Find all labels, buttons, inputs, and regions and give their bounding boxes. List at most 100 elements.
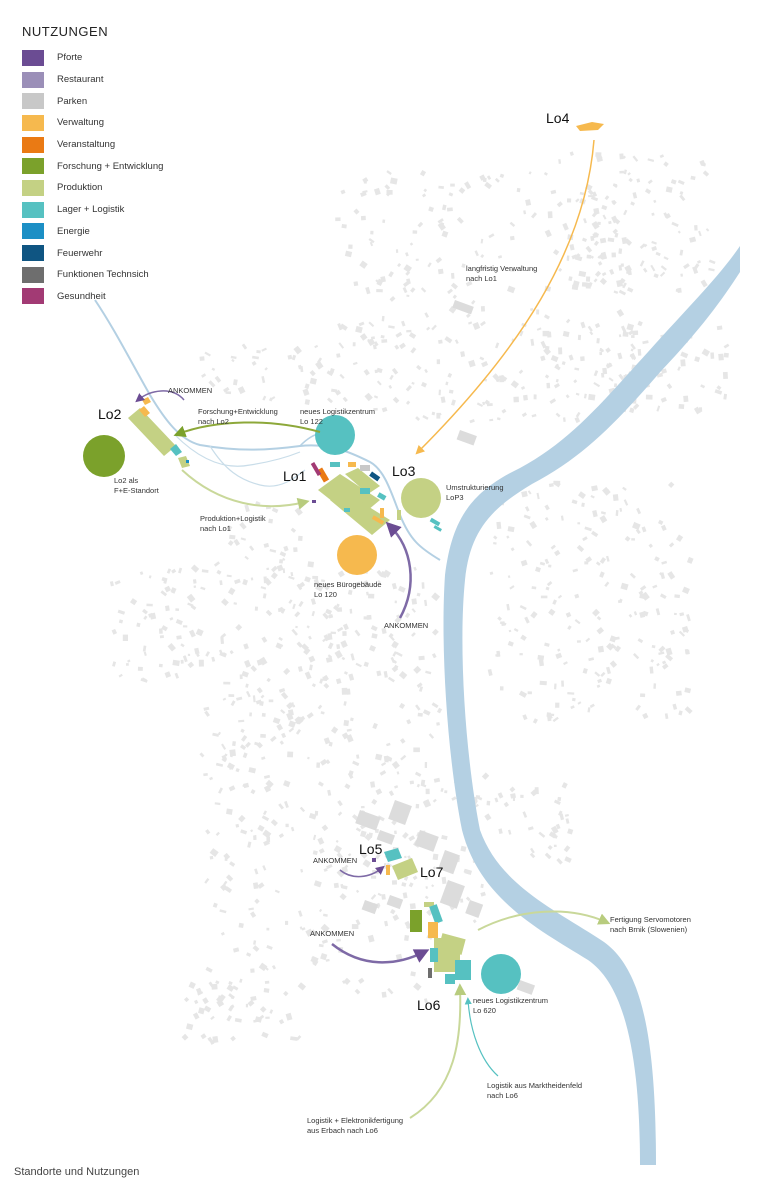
building xyxy=(187,661,195,669)
building xyxy=(304,383,310,390)
building xyxy=(423,188,428,193)
building xyxy=(309,377,317,385)
building xyxy=(626,287,634,293)
building xyxy=(597,678,603,684)
building xyxy=(565,818,570,824)
building xyxy=(413,665,422,674)
building xyxy=(333,845,343,854)
building xyxy=(597,645,605,653)
building xyxy=(182,655,188,663)
building xyxy=(593,240,599,247)
building xyxy=(482,401,486,406)
building xyxy=(544,642,550,647)
building xyxy=(294,507,303,516)
building xyxy=(266,567,270,571)
circle-lo3-umstrukturierung xyxy=(401,478,441,518)
building xyxy=(700,384,706,389)
building xyxy=(524,506,530,512)
building xyxy=(460,898,464,903)
building xyxy=(594,671,601,677)
building xyxy=(240,537,247,541)
legend-swatch xyxy=(22,223,44,240)
building xyxy=(510,380,520,389)
site-lo2-buildings xyxy=(128,397,190,468)
building xyxy=(201,569,209,573)
building xyxy=(362,859,372,868)
building xyxy=(454,339,459,344)
building xyxy=(424,895,429,900)
building xyxy=(394,785,399,789)
building xyxy=(665,653,674,662)
building xyxy=(307,561,315,568)
building xyxy=(550,544,556,550)
building xyxy=(560,515,564,521)
building xyxy=(694,356,701,363)
building xyxy=(582,536,588,542)
building xyxy=(599,571,605,578)
building xyxy=(388,325,395,329)
building xyxy=(360,830,367,838)
building xyxy=(441,876,447,885)
building xyxy=(635,704,641,711)
building xyxy=(403,264,413,273)
building xyxy=(219,580,223,586)
building xyxy=(261,347,267,352)
building xyxy=(613,383,618,388)
building xyxy=(210,1015,215,1021)
building xyxy=(550,189,557,195)
building xyxy=(520,386,526,390)
building xyxy=(243,659,252,668)
building xyxy=(368,238,375,244)
building xyxy=(311,610,316,617)
building xyxy=(596,684,601,688)
building xyxy=(222,697,227,701)
building xyxy=(265,967,269,971)
building xyxy=(488,233,495,239)
building xyxy=(523,210,527,215)
flow-arrows xyxy=(135,139,611,1119)
building xyxy=(414,830,439,852)
building xyxy=(686,556,694,564)
building xyxy=(472,322,481,330)
building xyxy=(601,204,608,211)
building xyxy=(263,988,270,993)
building xyxy=(658,651,665,655)
building xyxy=(555,652,563,659)
building xyxy=(484,813,492,821)
building xyxy=(543,347,552,356)
building xyxy=(370,625,378,632)
building xyxy=(596,338,600,344)
building xyxy=(170,587,176,594)
building xyxy=(486,800,491,806)
building xyxy=(205,651,210,657)
building xyxy=(590,255,594,259)
building xyxy=(420,783,427,788)
building xyxy=(118,673,123,678)
building xyxy=(605,347,611,353)
building xyxy=(259,1006,267,1013)
building xyxy=(323,737,331,745)
site-lo6-buildings xyxy=(410,902,471,984)
building xyxy=(655,251,661,257)
building xyxy=(249,545,255,551)
building xyxy=(628,330,634,336)
building xyxy=(281,732,287,739)
building xyxy=(377,580,381,584)
building xyxy=(276,564,284,572)
building xyxy=(523,394,528,401)
building xyxy=(219,909,227,914)
building xyxy=(657,519,664,525)
building xyxy=(376,830,396,845)
building xyxy=(510,547,515,552)
building xyxy=(601,272,607,277)
building xyxy=(575,411,581,418)
building xyxy=(195,653,200,658)
building xyxy=(387,987,394,995)
building xyxy=(446,207,453,212)
building xyxy=(632,192,638,199)
building xyxy=(723,352,729,358)
building xyxy=(575,392,580,396)
building xyxy=(508,629,512,633)
building xyxy=(208,981,214,988)
